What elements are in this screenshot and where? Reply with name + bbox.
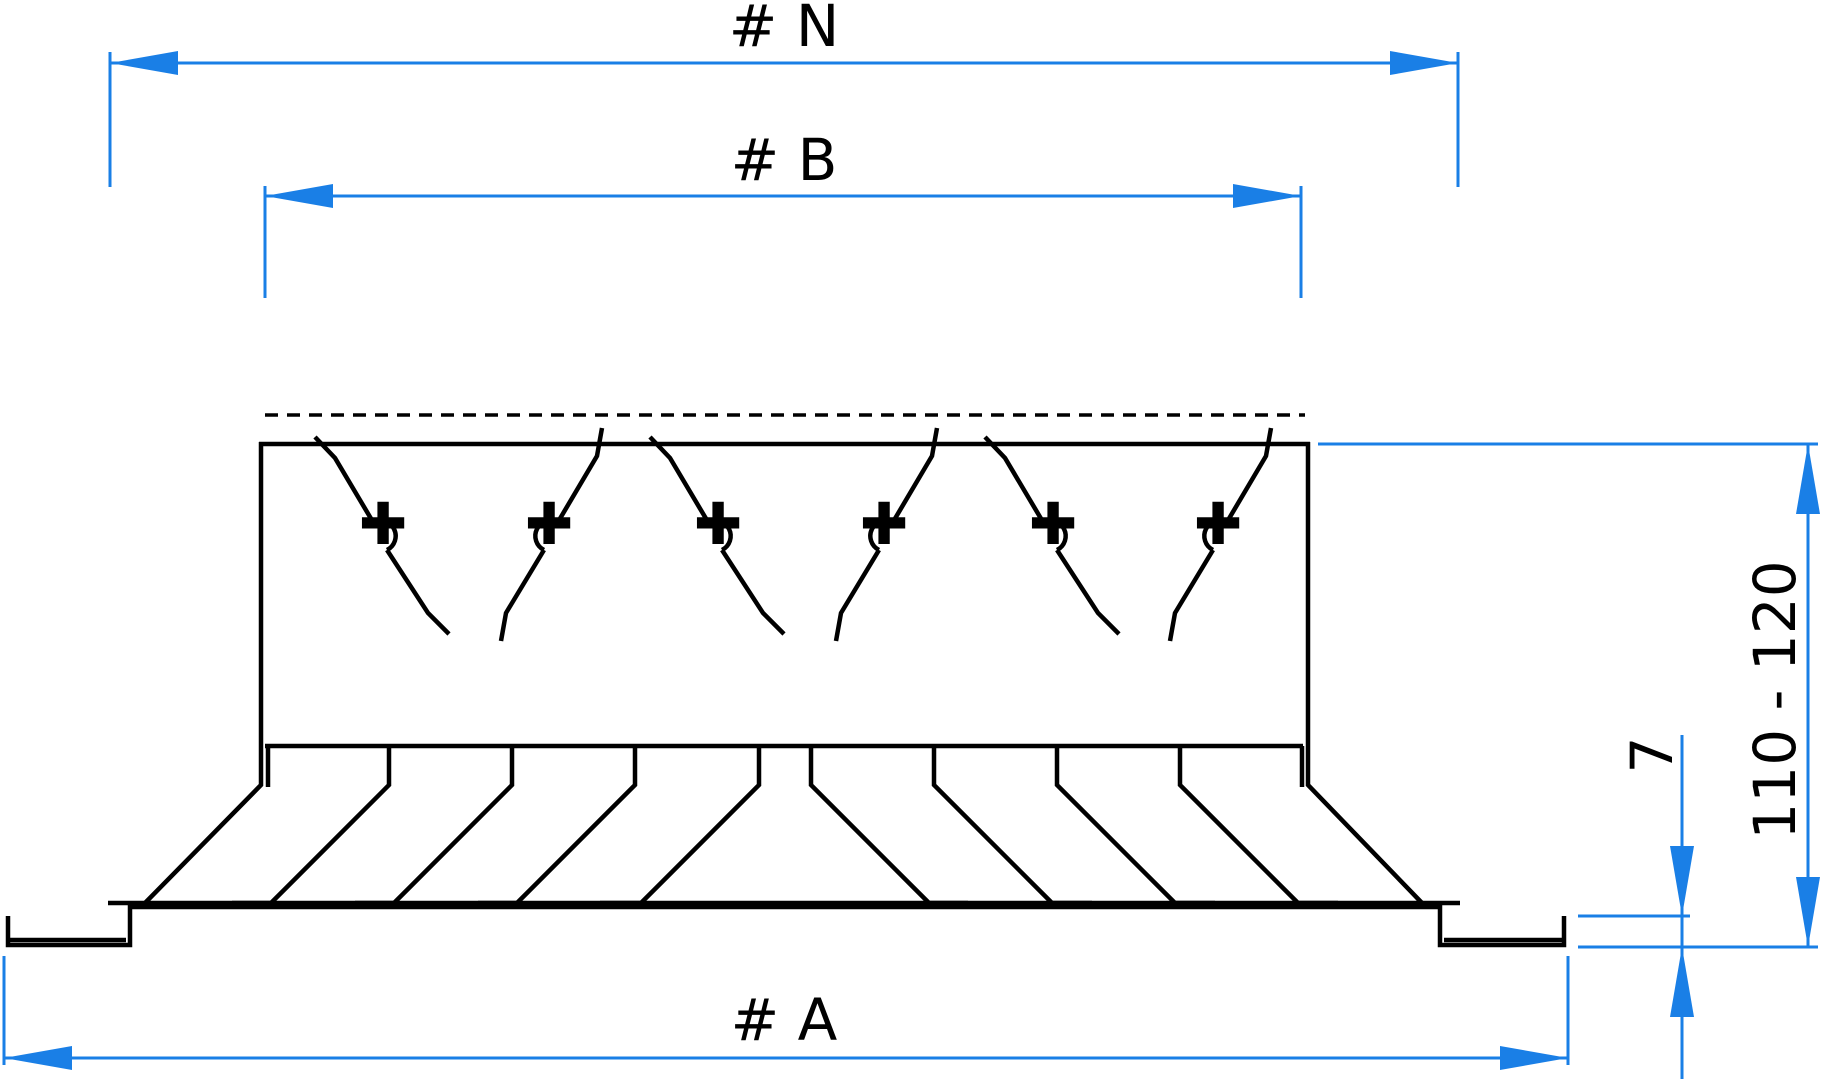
vane-4 [600,746,762,906]
damper-blade-5: ✚ [983,435,1121,636]
dimension-n-arrow-right [1390,51,1458,75]
dimension-flange-arrow-top [1670,846,1694,916]
pivot-screw-icon: ✚ [860,490,909,558]
dimension-n-label: # N [729,0,839,60]
plenum-left-wall [143,442,264,905]
vane-8 [1177,746,1338,906]
vane-2 [355,746,515,906]
pivot-screw-icon: ✚ [359,490,408,558]
base-flange-right [1437,905,1567,948]
dimension-flange-arrow-bottom [1670,947,1694,1017]
vane-7 [1054,746,1215,906]
dimension-b-arrow-left [265,184,333,208]
dimension-a-arrow-right [1500,1046,1568,1070]
vane-1 [232,746,392,906]
damper-blade-2: ✚ [498,427,605,642]
dimension-b: # B [263,126,1303,298]
vane-3 [478,746,638,906]
damper-blade-3: ✚ [648,435,786,636]
damper-blade-1: ✚ [313,435,451,636]
dimension-flange-label: 7 [1618,737,1686,774]
plenum-box [143,441,1424,905]
vane-5 [808,746,968,906]
deflector-vanes [232,746,1338,906]
damper-blade-4: ✚ [833,427,940,642]
vane-6 [931,746,1092,906]
dimension-b-arrow-right [1233,184,1301,208]
dimension-a-label: # A [731,986,838,1054]
dimension-a-arrow-left [4,1046,72,1070]
dimension-flange: 7 [1578,735,1694,1079]
dimension-height-label: 110 - 120 [1741,560,1809,839]
pivot-screw-icon: ✚ [1194,490,1243,558]
dimension-height-arrow-top [1796,444,1820,514]
damper-blades: ✚ ✚ ✚ ✚ ✚ [313,427,1274,642]
pivot-screw-icon: ✚ [1029,490,1078,558]
base-flange-left [5,905,133,948]
dimension-height: 110 - 120 [1318,442,1820,949]
dimension-b-label: # B [731,126,838,194]
dimension-n-arrow-left [110,51,178,75]
dimension-height-arrow-bottom [1796,877,1820,947]
base-frame [5,900,1567,948]
dimension-n: # N [108,0,1460,187]
pivot-screw-icon: ✚ [525,490,574,558]
dimension-a: # A [2,956,1570,1070]
pivot-screw-icon: ✚ [694,490,743,558]
plenum-right-wall [1305,442,1424,905]
damper-blade-6: ✚ [1167,427,1274,642]
